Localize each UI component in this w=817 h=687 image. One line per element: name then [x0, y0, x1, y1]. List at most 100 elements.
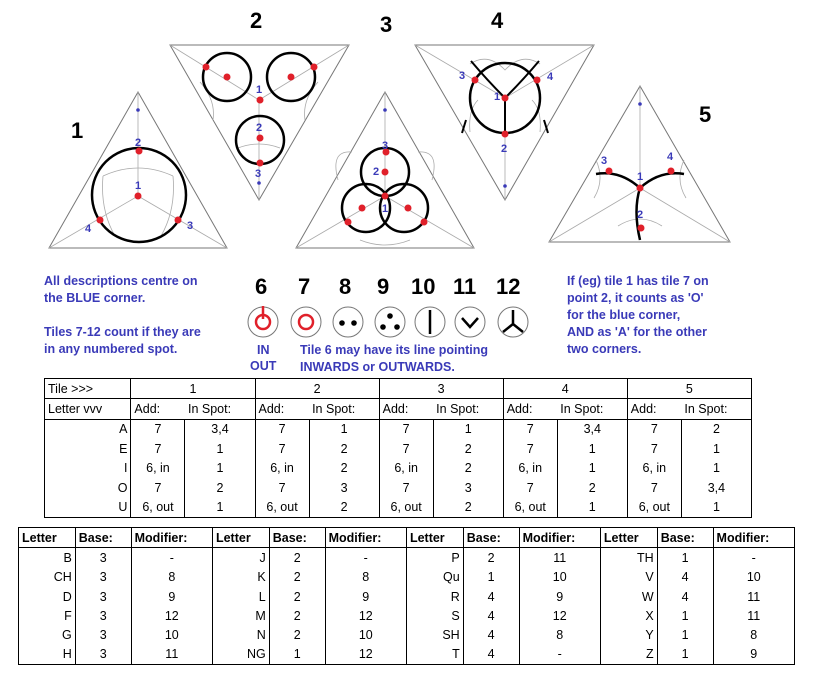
add-header: Add:: [255, 398, 310, 420]
note-left-line: [44, 307, 201, 324]
note-right-line: two corners.: [567, 342, 642, 356]
spot-header: In Spot:: [433, 398, 504, 420]
tile-3-spot-3: 3: [382, 140, 388, 152]
small-tile-9: [374, 306, 406, 338]
spot-value: 1: [681, 458, 753, 478]
tile-5: 1 2 3 4: [548, 85, 731, 243]
consonant-base: 4: [463, 606, 520, 626]
letter-header: Letter: [600, 526, 658, 549]
add-value: 6, out: [627, 497, 682, 518]
spot-value: 2: [309, 439, 380, 459]
note-right-line: If (eg) tile 1 has tile 7 on: [567, 274, 709, 288]
add-value: 6, in: [130, 458, 186, 478]
tile-2: 1 2 3: [169, 44, 350, 201]
consonant-modifier: 9: [131, 586, 213, 607]
consonant-base: 1: [657, 644, 714, 666]
consonant-modifier: 8: [131, 567, 213, 587]
consonant-letter: CH: [18, 567, 76, 587]
note-left-line: the BLUE corner.: [44, 291, 146, 305]
tile-4-spot-3: 3: [459, 70, 465, 82]
base-header: Base:: [75, 526, 132, 549]
small-tile-number-7: 7: [298, 274, 311, 299]
consonant-base: 2: [269, 606, 326, 626]
base-header: Base:: [463, 526, 520, 549]
tile-2-spot-2: 2: [256, 122, 262, 134]
letter-header: Letter: [18, 526, 76, 549]
consonant-letter: L: [212, 586, 270, 607]
small-tile-number-9: 9: [377, 274, 390, 299]
consonant-letter: TH: [600, 547, 658, 568]
spot-value: 1: [309, 419, 380, 440]
corner-top: Tile >>>: [43, 377, 132, 399]
consonant-base: 2: [463, 547, 520, 568]
spot-header: In Spot:: [309, 398, 380, 420]
add-value: 7: [503, 419, 558, 440]
consonant-letter: X: [600, 606, 658, 626]
vowel-table: Tile >>> 1 2 3 4 5 Letter vvv Add: In Sp…: [43, 377, 753, 518]
consonant-modifier: 12: [325, 644, 407, 666]
add-value: 6, in: [627, 458, 682, 478]
small-tile-number-6: 6: [255, 274, 268, 299]
consonant-base: 3: [75, 586, 132, 607]
tile-5-spot-1: 1: [637, 171, 643, 183]
consonant-base: 3: [75, 625, 132, 645]
consonant-modifier: 10: [713, 567, 796, 587]
consonant-modifier: 11: [713, 606, 796, 626]
small-tile-number-10: 10: [411, 274, 436, 299]
consonant-modifier: 12: [131, 606, 213, 626]
consonant-base: 3: [75, 567, 132, 587]
consonant-modifier: 9: [713, 644, 796, 666]
add-value: 7: [130, 477, 186, 498]
spot-value: 1: [557, 497, 628, 518]
add-value: 6, in: [379, 458, 434, 478]
letter-header: Letter: [212, 526, 270, 549]
add-value: 6, out: [255, 497, 310, 518]
small-tile-8: [332, 306, 364, 338]
consonant-modifier: 9: [325, 586, 407, 607]
note-middle: Tile 6 may have its line pointing INWARD…: [300, 342, 488, 376]
consonant-modifier: 8: [325, 567, 407, 587]
spot-value: 1: [681, 439, 753, 459]
consonant-modifier: 11: [519, 547, 601, 568]
tile-header: 3: [379, 377, 504, 399]
vowel-letter: O: [43, 477, 132, 498]
note-middle-line: Tile 6 may have its line pointing: [300, 343, 489, 357]
consonant-base: 4: [657, 586, 714, 607]
consonant-letter: S: [406, 606, 464, 626]
base-header: Base:: [269, 526, 326, 549]
spot-value: 2: [309, 497, 380, 518]
consonant-letter: N: [212, 625, 270, 645]
consonant-modifier: 10: [325, 625, 407, 645]
spot-value: 2: [433, 439, 504, 459]
add-value: 6, out: [503, 497, 558, 518]
consonant-letter: W: [600, 586, 658, 607]
tile-1-spot-3: 3: [187, 220, 193, 232]
spot-header: In Spot:: [557, 398, 628, 420]
add-value: 7: [255, 439, 310, 459]
spot-value: 1: [557, 439, 628, 459]
add-value: 7: [503, 439, 558, 459]
tile-header: 5: [627, 377, 753, 399]
small-tile-12: [497, 306, 529, 338]
spot-value: 2: [681, 419, 753, 440]
consonant-letter: K: [212, 567, 270, 587]
note-right-line: AND as 'A' for the other: [567, 325, 707, 339]
note-right-line: point 2, it counts as 'O': [567, 291, 704, 305]
vowel-letter: I: [43, 458, 132, 478]
tile-4-spot-4: 4: [547, 71, 554, 83]
add-value: 7: [130, 419, 186, 440]
consonant-modifier: -: [519, 644, 601, 666]
small-tile-number-8: 8: [339, 274, 352, 299]
add-value: 6, out: [130, 497, 186, 518]
vowel-letter: A: [43, 419, 132, 440]
consonant-base: 1: [657, 625, 714, 645]
spot-value: 1: [681, 497, 753, 518]
tile-number-4: 4: [491, 8, 504, 33]
spot-value: 3: [309, 477, 380, 498]
add-value: 7: [503, 477, 558, 498]
add-value: 7: [130, 439, 186, 459]
